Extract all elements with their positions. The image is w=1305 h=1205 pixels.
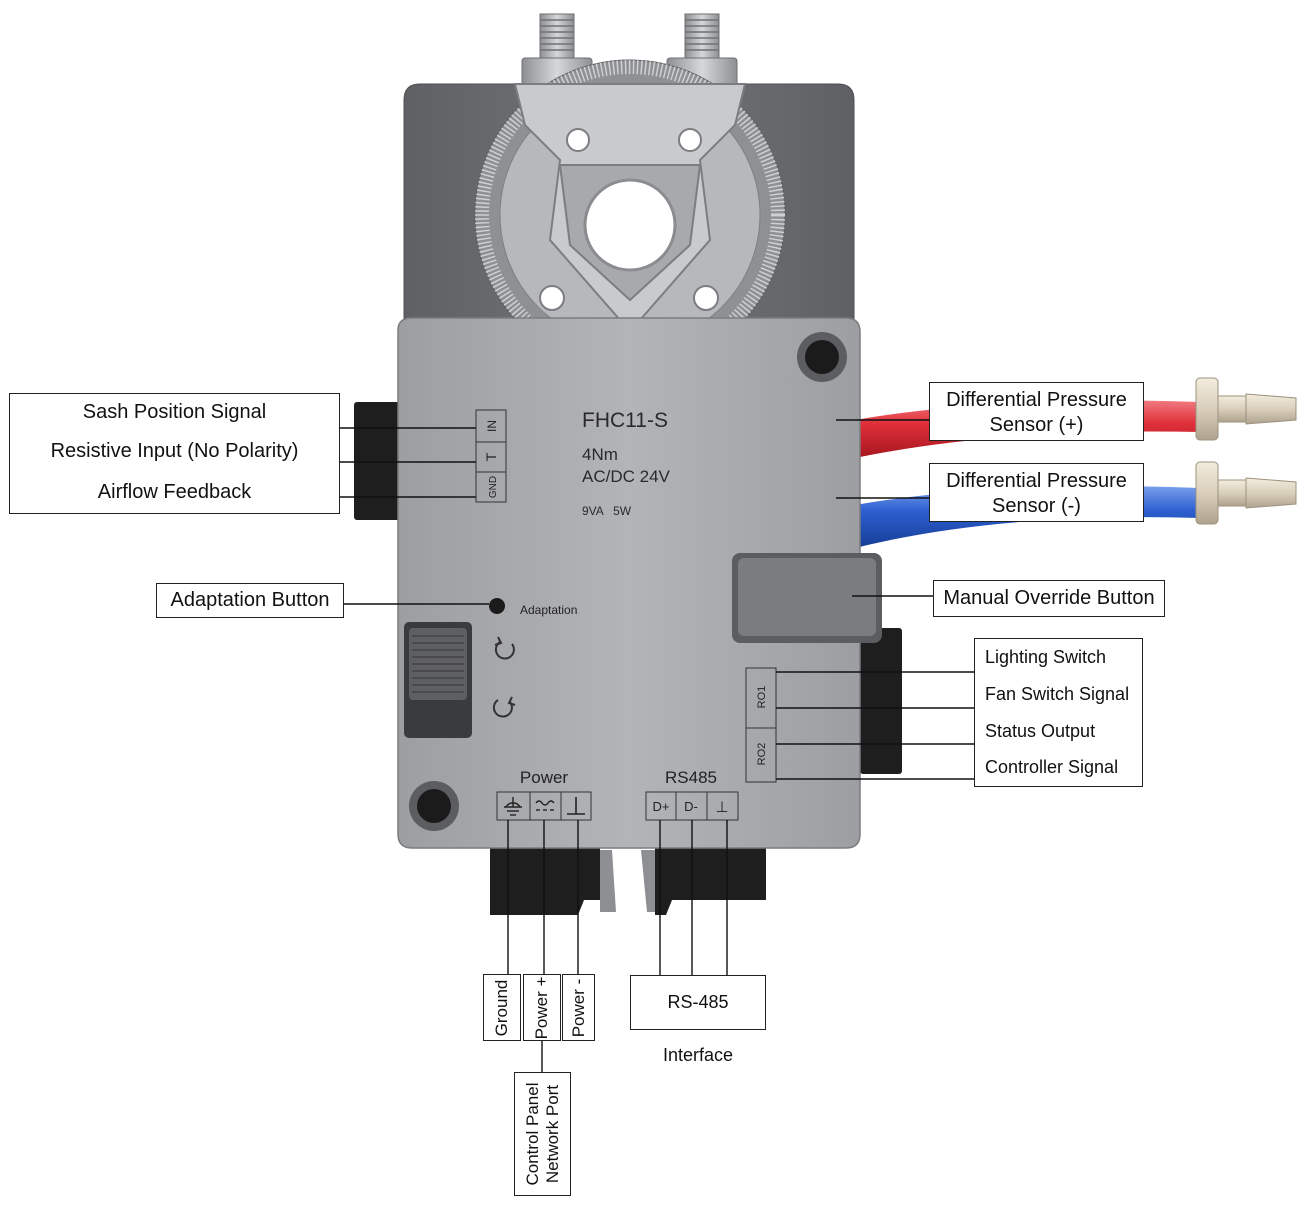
actuator-body (397, 317, 861, 849)
terminal-ro1: RO1 (756, 686, 768, 709)
common-symbol-icon (567, 797, 585, 815)
label-adaptation-button: Adaptation Button (156, 583, 344, 618)
label-power-minus: Power - (562, 974, 595, 1041)
torque-text: 4Nm (582, 445, 618, 464)
clockwise-icon (494, 636, 515, 660)
terminal-in: IN (485, 420, 499, 432)
terminal-t: T (483, 452, 499, 461)
terminal-d-plus: D+ (653, 799, 670, 814)
bottom-connectors (490, 840, 766, 915)
power-terminal-block (496, 791, 592, 821)
power-rating-text: 9VA 5W (582, 504, 632, 518)
terminal-gnd: GND (488, 476, 499, 498)
ac-dc-symbol-icon (535, 800, 555, 811)
terminal-common: ⊥ (715, 799, 728, 816)
label-left-inputs: Sash Position Signal Resistive Input (No… (9, 393, 340, 514)
terminal-ro2: RO2 (756, 743, 768, 766)
shaft-clamp (513, 83, 747, 321)
leader-lines (339, 419, 975, 1073)
label-status-output: Status Output (985, 721, 1096, 741)
model-name: FHC11-S (582, 409, 668, 432)
manual-override-button[interactable] (732, 553, 882, 643)
label-ground: Ground (483, 974, 521, 1041)
label-airflow-feedback: Airflow Feedback (97, 481, 252, 503)
counterclockwise-icon (492, 696, 516, 718)
power-group-title: Power (520, 768, 569, 787)
left-connector-block (354, 402, 406, 520)
adaptation-text: Adaptation (520, 603, 577, 617)
mounting-holes (409, 332, 847, 831)
relay-terminal-block: RO1 RO2 (745, 667, 777, 783)
label-control-panel-port: Control Panel Network Port (514, 1072, 571, 1196)
label-sash-position: Sash Position Signal (82, 401, 267, 423)
terminal-d-minus: D- (684, 799, 698, 814)
label-lighting-switch: Lighting Switch (985, 647, 1107, 667)
rotation-direction-switch[interactable] (404, 622, 472, 738)
relay-connector-block (860, 628, 902, 774)
adaptation-button[interactable] (489, 598, 505, 614)
input-terminal-block: IN T GND (475, 409, 507, 503)
label-dp-minus: Differential Pressure Sensor (-) (929, 463, 1144, 522)
label-manual-override: Manual Override Button (933, 580, 1165, 617)
rs485-group-title: RS485 (665, 768, 717, 787)
label-resistive-input: Resistive Input (No Polarity) (50, 440, 299, 462)
label-fan-switch: Fan Switch Signal (985, 684, 1130, 704)
label-dp-plus: Differential Pressure Sensor (+) (929, 382, 1144, 441)
label-rs485-interface: RS-485 Interface (630, 975, 766, 1065)
ground-symbol-icon (504, 797, 522, 816)
label-relay-outputs: Lighting Switch Fan Switch Signal Status… (974, 638, 1143, 787)
label-power-plus: Power + (523, 974, 561, 1041)
voltage-text: AC/DC 24V (582, 467, 671, 486)
label-controller-signal: Controller Signal (985, 757, 1119, 777)
